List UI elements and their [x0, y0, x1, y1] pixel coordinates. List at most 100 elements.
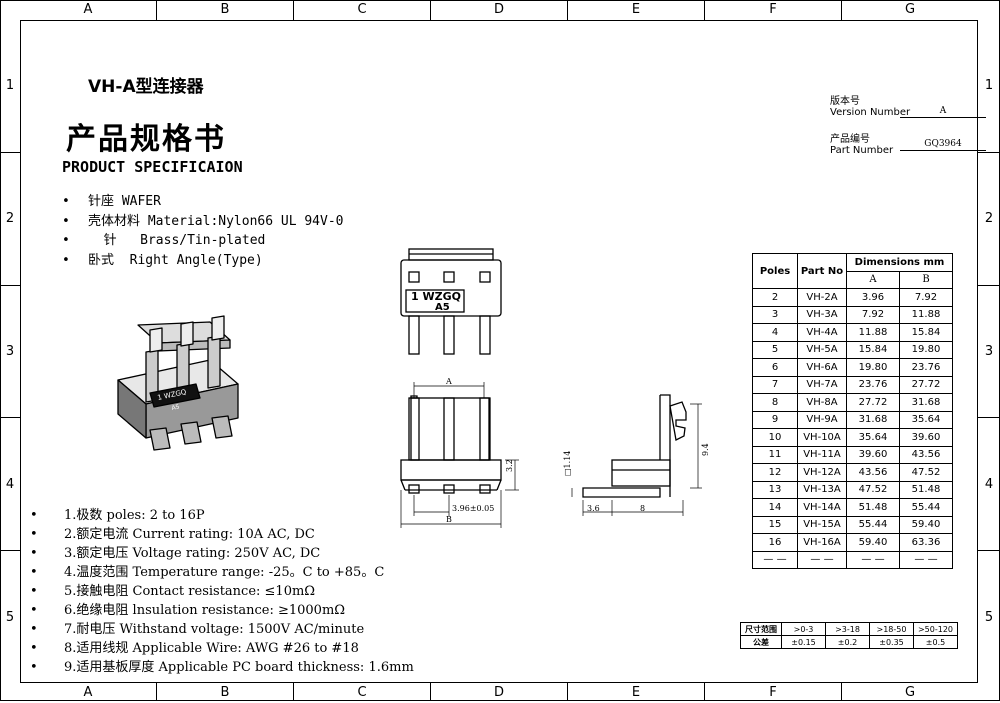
table-cell: 9 — [752, 410, 798, 429]
marking-line1: 1 WZGQ — [411, 290, 461, 303]
grid-row-label: 4 — [0, 417, 20, 550]
table-cell: 39.60 — [899, 428, 953, 447]
grid-row-label: 2 — [978, 151, 1000, 285]
part-block: 产品编号 Part Number GQ3964 — [830, 134, 986, 156]
table-cell: 4 — [752, 323, 798, 342]
table-cell: 55.44 — [846, 515, 900, 534]
table-row: — —— —— —— — — [752, 550, 953, 569]
grid-row-label: 1 — [5, 78, 15, 94]
list-item: •壳体材料 Material:Nylon66 UL 94V-0 — [62, 213, 344, 229]
tolerance-range-label: 尺寸范围 — [740, 622, 782, 636]
list-item: •8.适用线规 Applicable Wire: AWG #26 to #18 — [30, 641, 359, 656]
part-value: GQ3964 — [900, 139, 986, 151]
list-item: •卧式 Right Angle(Type) — [62, 252, 263, 268]
grid-row-label: 3 — [0, 284, 20, 418]
table-cell: ±0.5 — [913, 635, 958, 649]
grid-column-label: A — [83, 685, 93, 700]
table-cell: VH-5A — [797, 340, 847, 359]
table-cell: 31.68 — [846, 410, 900, 429]
grid-column-label: C — [293, 683, 430, 701]
grid-row-label: 5 — [0, 550, 20, 683]
table-cell: — — — [752, 550, 798, 569]
table-cell: 11 — [752, 445, 798, 464]
table-cell: VH-7A — [797, 375, 847, 394]
table-cell: 13 — [752, 480, 798, 499]
table-cell: VH-6A — [797, 358, 847, 377]
grid-column-label: D — [430, 683, 567, 701]
table-cell: 7.92 — [846, 305, 900, 324]
table-cell: — — — [846, 550, 900, 569]
illustration-marking-sub: A5 — [171, 403, 180, 412]
table-cell: 27.72 — [846, 393, 900, 412]
table-row: 尺寸范围 >0-3 >3-18 >18-50 >50-120 — [740, 622, 958, 636]
front-view — [400, 395, 502, 494]
dim-32-label: 3.2 — [505, 459, 514, 472]
grid-column-label: G — [841, 683, 978, 701]
table-cell: 47.52 — [846, 480, 900, 499]
header-a: A — [846, 270, 900, 289]
table-cell: 15 — [752, 515, 798, 534]
table-cell: ±0.35 — [869, 635, 914, 649]
side-view — [582, 394, 687, 498]
product-subtitle: VH-A型连接器 — [88, 77, 204, 97]
header-part: Part No — [797, 253, 847, 289]
drawing-frame — [20, 20, 978, 683]
marking-line2: A5 — [435, 302, 450, 313]
connector-3d-illustration — [117, 315, 239, 451]
grid-column-label: D — [430, 0, 567, 20]
table-cell: VH-16A — [797, 533, 847, 552]
list-item: •5.接触电阻 Contact resistance: ≤10mΩ — [30, 584, 316, 599]
header-b: B — [899, 270, 953, 289]
grid-column-label: E — [567, 0, 704, 20]
grid-column-label: C — [293, 0, 430, 20]
grid-row-label: 1 — [984, 78, 994, 94]
table-cell: VH-9A — [797, 410, 847, 429]
table-cell: 19.80 — [899, 340, 953, 359]
tolerance-value-label: 公差 — [740, 635, 782, 649]
part-label-cn: 产品编号 — [830, 134, 870, 145]
table-cell: >3-18 — [825, 622, 870, 636]
table-cell: VH-12A — [797, 463, 847, 482]
version-value: A — [900, 106, 986, 118]
table-cell: VH-3A — [797, 305, 847, 324]
header-dims: Dimensions mm — [846, 253, 953, 272]
grid-column-label: G — [841, 0, 978, 20]
table-header-row: Poles Part No Dimensions mm — [752, 253, 953, 289]
table-cell: 3.96 — [846, 288, 900, 307]
table-cell: VH-4A — [797, 323, 847, 342]
spec-list: •1.极数 poles: 2 to 16P •2.额定电流 Current ra… — [30, 506, 414, 677]
table-cell: VH-10A — [797, 428, 847, 447]
table-row: 公差 ±0.15 ±0.2 ±0.35 ±0.5 — [740, 635, 958, 649]
list-item: •针座 WAFER — [62, 194, 161, 209]
table-cell: 7 — [752, 375, 798, 394]
page-title-en: PRODUCT SPECIFICAION — [62, 158, 243, 176]
material-list: •针座 WAFER •壳体材料 Material:Nylon66 UL 94V-… — [62, 192, 344, 270]
dim-94-label: 9.4 — [701, 443, 710, 456]
list-item: •9.适用基板厚度 Applicable PC board thickness:… — [30, 660, 414, 675]
table-cell: 12 — [752, 463, 798, 482]
table-cell: 14 — [752, 498, 798, 517]
table-cell: 43.56 — [846, 463, 900, 482]
table-cell: >50-120 — [913, 622, 958, 636]
table-cell: 6 — [752, 358, 798, 377]
table-cell: 2 — [752, 288, 798, 307]
grid-column-label: F — [704, 0, 841, 20]
grid-row-label: 5 — [978, 550, 1000, 683]
dim-a-label: A — [445, 377, 452, 386]
